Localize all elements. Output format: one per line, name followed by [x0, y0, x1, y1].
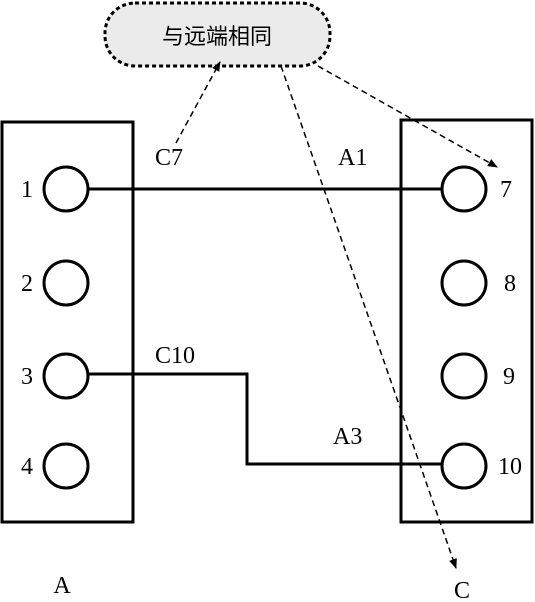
- dashed-arrows: [175, 61, 498, 569]
- terminal-1-circle: [42, 165, 90, 213]
- wire-label-a3: A3: [333, 424, 362, 450]
- callout: 与远端相同: [103, 1, 332, 68]
- terminal-8-circle: [440, 259, 488, 307]
- block-label-c: C: [454, 578, 470, 602]
- terminal-4-number: 4: [21, 454, 33, 480]
- terminal-10-circle: [440, 442, 488, 490]
- terminal-7-circle: [440, 165, 488, 213]
- terminal-9-circle: [440, 352, 488, 400]
- wire-label-c10: C10: [155, 343, 195, 369]
- arrow-c7-to-callout: [175, 61, 221, 144]
- arrow-callout-to-block-c: [280, 65, 457, 569]
- terminal-4-circle: [42, 442, 90, 490]
- terminal-7-number: 7: [500, 177, 512, 203]
- terminal-10-number: 10: [498, 454, 522, 480]
- wire-3-to-10: [88, 372, 442, 466]
- right-block-frame: [399, 118, 534, 524]
- terminal-9-number: 9: [503, 364, 515, 390]
- terminal-1-number: 1: [21, 177, 33, 203]
- terminal-2-circle: [42, 259, 90, 307]
- wire-label-c7: C7: [155, 145, 183, 171]
- callout-text: 与远端相同: [162, 25, 272, 50]
- terminal-8-number: 8: [504, 271, 516, 297]
- wires: [88, 187, 442, 466]
- left-block-frame: [0, 120, 135, 524]
- right-terminal-block: 7 8 9 10: [399, 118, 534, 524]
- terminal-3-number: 3: [21, 364, 33, 390]
- left-terminal-block: 1 2 3 4: [0, 120, 135, 524]
- terminal-3-circle: [42, 352, 90, 400]
- wire-label-a1: A1: [338, 145, 367, 171]
- arrow-callout-to-terminal-7: [317, 65, 498, 168]
- terminal-2-number: 2: [21, 271, 33, 297]
- block-label-a: A: [53, 573, 71, 599]
